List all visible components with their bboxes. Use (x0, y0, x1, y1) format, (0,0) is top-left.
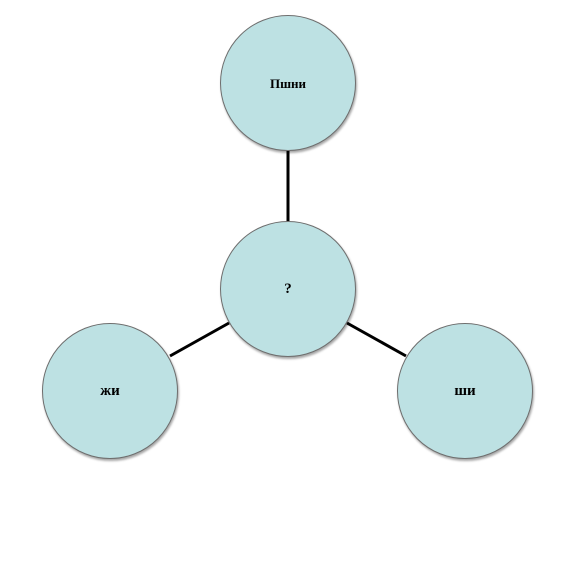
node-top-label: Пшни (269, 75, 307, 91)
node-right: ши (397, 323, 533, 459)
node-left: жи (42, 323, 178, 459)
edge-center-to-left (169, 321, 230, 358)
node-center-label: ? (284, 280, 292, 297)
node-left-label: жи (100, 382, 120, 399)
node-center: ? (220, 221, 356, 357)
node-right-label: ши (454, 382, 476, 399)
edge-center-to-right (346, 321, 407, 358)
node-top: Пшни (220, 15, 356, 151)
